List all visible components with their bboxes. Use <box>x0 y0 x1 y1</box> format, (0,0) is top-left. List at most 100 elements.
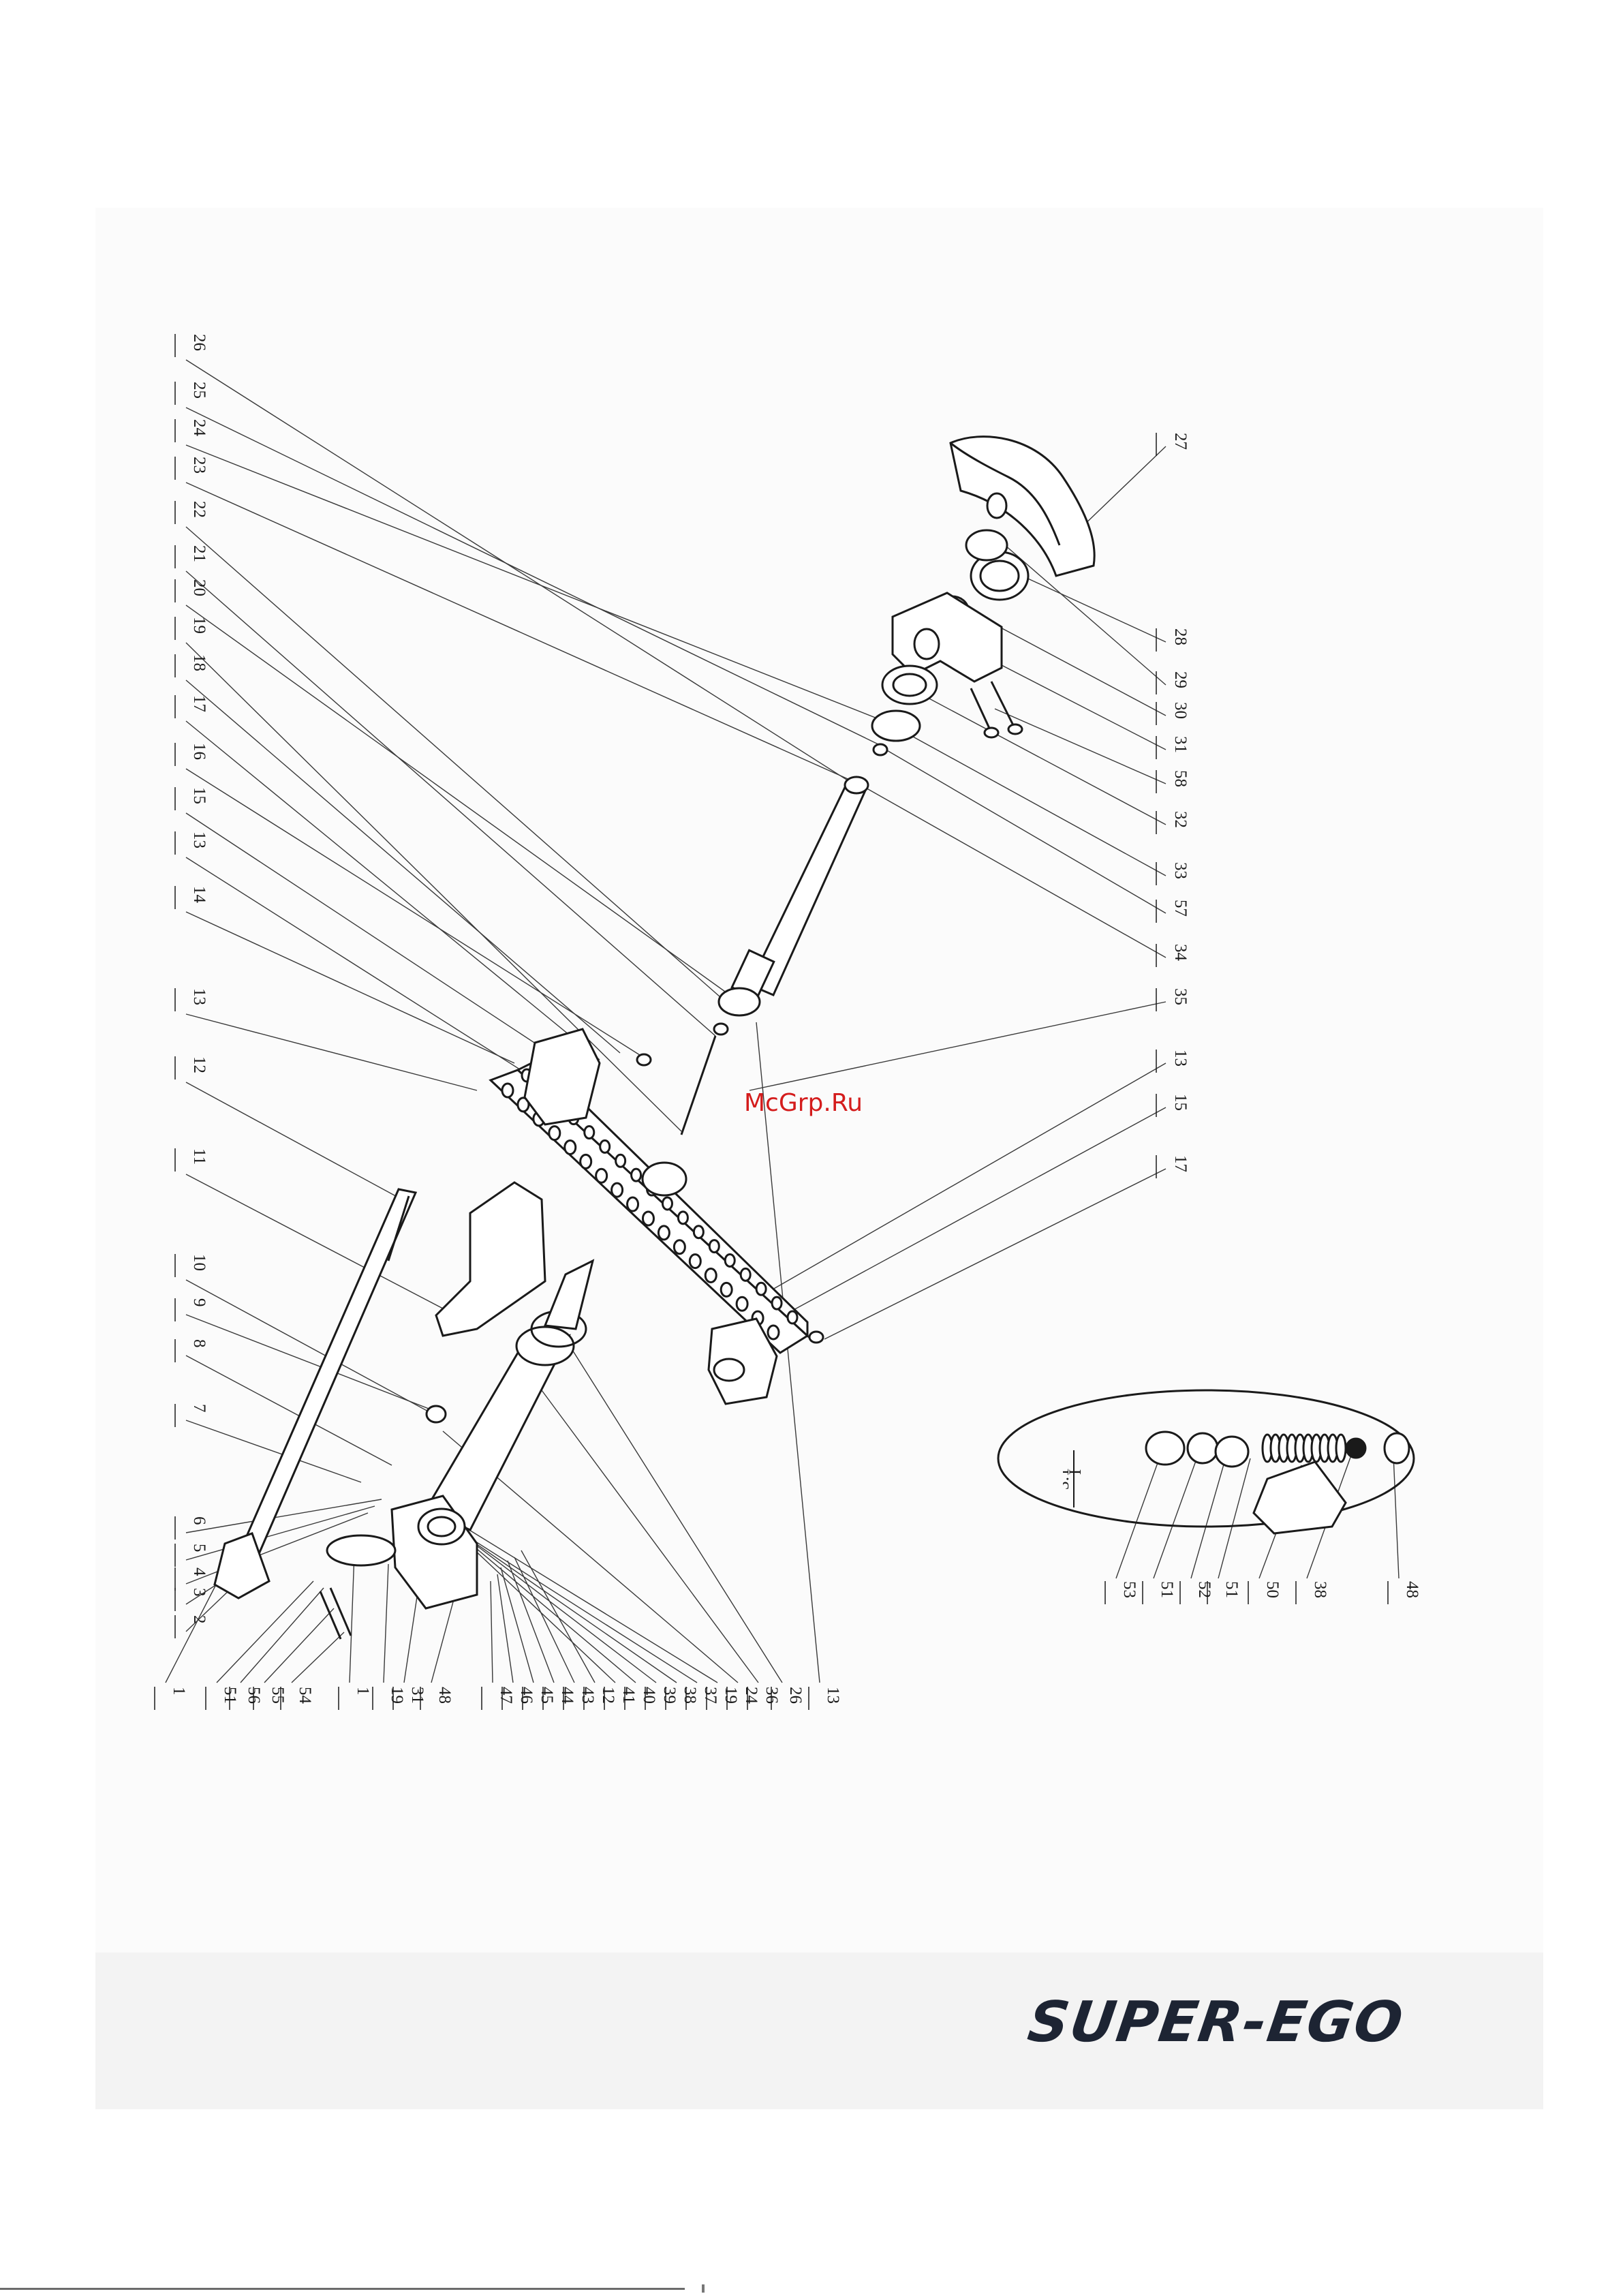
handle-bracket-part <box>436 1182 545 1336</box>
label-top-12-leader <box>186 857 531 1077</box>
label-right-7: 33 <box>1171 862 1190 879</box>
label-top-4-leader <box>186 527 726 1002</box>
frame-hole <box>596 1169 607 1182</box>
label-top-10-leader <box>186 769 647 1060</box>
label-right-6-leader <box>916 692 1166 825</box>
part-drawings <box>215 437 1414 1639</box>
frame-hole <box>632 1169 641 1181</box>
label-right-9: 34 <box>1171 944 1190 962</box>
label-detail-2-leader <box>1191 1455 1226 1578</box>
frame-hole <box>768 1326 779 1339</box>
label-bottom-1-leader <box>217 1581 313 1683</box>
label-bottom-20: 19 <box>722 1687 740 1704</box>
label-bottom-9-leader <box>491 1581 493 1683</box>
label-bottom-21: 24 <box>742 1687 760 1704</box>
frame-hole <box>616 1154 625 1167</box>
label-top-23: 4 <box>190 1567 208 1576</box>
label-top-8: 18 <box>190 654 208 671</box>
label-bottom-17: 39 <box>660 1687 679 1704</box>
label-bottom-16: 40 <box>640 1687 658 1704</box>
label-top-4: 22 <box>190 501 208 518</box>
label-detail-3: 51 <box>1222 1581 1241 1598</box>
label-detail-5: 38 <box>1311 1581 1329 1598</box>
detail-ring <box>1146 1432 1184 1465</box>
frame-hole <box>737 1297 747 1311</box>
label-bottom-5-leader <box>350 1554 354 1683</box>
label-detail-1-leader <box>1154 1452 1199 1578</box>
label-top-7: 19 <box>190 617 208 634</box>
detail-rings <box>1146 1432 1409 1467</box>
frame-hole <box>772 1297 782 1309</box>
label-detail-6-leader <box>1393 1455 1399 1578</box>
label-top-9-leader <box>186 721 600 1060</box>
frame-hole <box>725 1254 735 1266</box>
label-bottom-18: 38 <box>681 1687 699 1704</box>
label-detail-2: 52 <box>1195 1581 1214 1598</box>
frame-hole <box>628 1197 638 1211</box>
label-top-5-leader <box>186 571 715 1036</box>
frame-hole <box>502 1084 513 1097</box>
frame-hole <box>565 1141 576 1154</box>
label-top-20: 7 <box>190 1404 208 1413</box>
label-bottom-4: 54 <box>296 1687 314 1704</box>
frame-hole <box>612 1183 623 1197</box>
frame-hole <box>678 1212 687 1224</box>
label-top-0: 26 <box>190 334 208 351</box>
detail-ball <box>1385 1433 1409 1463</box>
ram-nut-part <box>882 666 937 704</box>
label-right-3: 30 <box>1171 702 1190 719</box>
label-bottom-15: 41 <box>619 1687 638 1704</box>
label-bottom-3: 55 <box>268 1687 287 1704</box>
label-top-13: 14 <box>190 886 208 904</box>
label-bottom-14: 12 <box>599 1687 617 1704</box>
label-top-11: 15 <box>190 787 208 804</box>
frame-hole <box>709 1240 719 1253</box>
label-right-5-leader <box>995 709 1166 784</box>
frame-hole <box>549 1127 560 1140</box>
label-bottom-0: 1 <box>170 1687 188 1696</box>
label-bottom-12-leader <box>508 1561 554 1683</box>
detail-ring <box>1188 1433 1218 1463</box>
label-bottom-24: 13 <box>824 1687 842 1704</box>
label-right-2: 29 <box>1171 671 1190 688</box>
label-bottom-10: 46 <box>517 1687 536 1704</box>
label-bottom-3-leader <box>264 1608 334 1683</box>
label-top-24: 3 <box>190 1588 208 1597</box>
label-bottom-8: 48 <box>435 1687 454 1704</box>
label-detail-0-leader <box>1116 1452 1162 1578</box>
brand-logo: SUPER-EGO <box>1025 1990 1408 2051</box>
label-top-14: 13 <box>190 988 208 1005</box>
label-detail-4: 50 <box>1263 1581 1282 1598</box>
label-bottom-13: 43 <box>578 1687 597 1704</box>
frame-hole <box>694 1226 703 1238</box>
detail-valve-seat-part <box>1254 1462 1346 1533</box>
label-right-9-leader <box>859 784 1166 958</box>
frame-hole <box>741 1268 750 1281</box>
part-number-labels: 2625242322212019181716151314131211109876… <box>155 334 1421 1710</box>
return-spring-part <box>681 1036 715 1135</box>
label-bottom-10-leader <box>497 1574 513 1683</box>
label-right-11: 13 <box>1171 1050 1190 1067</box>
label-top-15-leader <box>186 1082 402 1199</box>
frame-hole <box>674 1240 685 1254</box>
detail-ring <box>1216 1437 1248 1467</box>
label-right-8: 57 <box>1171 900 1190 917</box>
label-top-21-leader <box>186 1499 382 1533</box>
label-right-12: 15 <box>1171 1094 1190 1111</box>
leader-lines <box>166 360 1399 1683</box>
detail-scale-note: I 3:1 <box>1063 1445 1087 1513</box>
label-top-3: 23 <box>190 457 208 474</box>
label-top-18: 9 <box>190 1298 208 1307</box>
label-bottom-23: 26 <box>786 1687 805 1704</box>
label-right-10: 35 <box>1171 988 1190 1005</box>
label-top-21: 6 <box>190 1516 208 1525</box>
frame-hole <box>585 1127 594 1139</box>
bottom-rule <box>0 2288 685 2290</box>
label-top-5: 21 <box>190 545 208 562</box>
label-detail-3-leader <box>1218 1458 1250 1578</box>
label-top-11-leader <box>186 813 586 1077</box>
label-right-12-leader <box>784 1107 1166 1315</box>
label-bottom-19: 37 <box>701 1687 720 1704</box>
pump-handle-part <box>242 1189 416 1554</box>
frame-hole <box>658 1226 669 1240</box>
